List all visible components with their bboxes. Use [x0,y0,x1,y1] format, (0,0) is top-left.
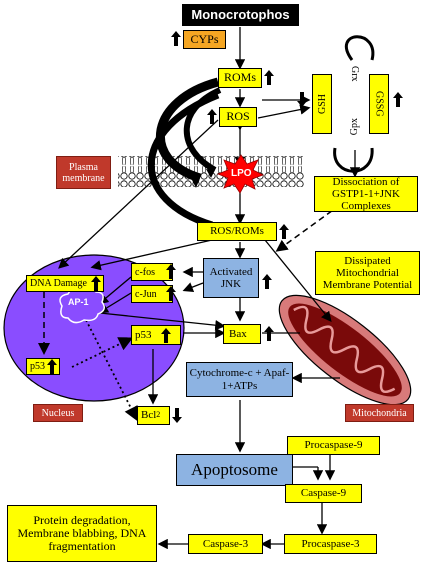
bcl2-subscript: 2 [156,410,161,420]
down-arrow-icon [297,92,307,107]
lpo-star-icon [216,154,265,194]
activated-jnk-label: Activated JNK [209,265,253,290]
procaspase9-box: Procaspase-9 [287,436,380,455]
lpo-label: LPO [231,168,252,179]
roms-top-label: ROMs [223,70,256,85]
gsh-label: GSH [316,93,328,114]
up-arrow-icon [166,264,176,279]
ros-roms-label: ROS/ROMs [210,225,264,238]
up-arrow-icon [161,328,171,343]
up-arrow-icon [279,224,289,239]
dna-damage-box: DNA Damage [26,275,104,292]
mitochondria-label-box: Mitochondria [345,404,414,422]
procaspase3-box: Procaspase-3 [284,534,377,554]
activated-jnk-box: Activated JNK [203,258,259,298]
gssg-label: GSSG [373,91,385,117]
dissipated-label: Dissipated Mitochondrial Membrane Potent… [322,254,413,292]
apoptosome-box: Apoptosome [176,454,293,486]
nucleus-label: Nucleus [41,407,75,419]
monocrotophos-label: Monocrotophos [191,6,290,22]
p53-label: p53 [135,328,152,341]
up-arrow-icon [264,326,274,341]
nucleus-label-box: Nucleus [33,404,83,422]
p53-nucleus-label: p53 [30,361,45,372]
cyps-box: CYPs [183,30,226,49]
up-arrow-icon [262,274,272,289]
mitochondria-label: Mitochondria [352,407,407,419]
up-arrow-icon [47,359,57,374]
bcl2-label: Bcl [141,409,157,422]
down-arrow-icon [172,408,182,423]
mitochondria-shape [278,294,412,406]
ros-roms-box: ROS/ROMs [197,222,277,241]
procaspase3-label: Procaspase-3 [301,537,360,550]
cytochrome-label: Cytochrome-c + Apaf-1+ATPs [189,367,290,392]
outcome-label: Protein degradation, Membrane blabbing, … [17,512,147,554]
cyps-label: CYPs [190,31,219,46]
caspase9-label: Caspase-9 [300,487,347,500]
ros-label: ROS [226,109,250,124]
outcome-box: Protein degradation, Membrane blabbing, … [7,505,157,562]
ros-box: ROS [219,107,257,127]
up-arrow-icon [207,109,217,124]
up-arrow-icon [166,286,176,301]
grx-label: Grx [349,66,360,82]
gsh-box: GSH [312,74,332,134]
bax-box: Bax [223,324,261,344]
cytochrome-box: Cytochrome-c + Apaf-1+ATPs [186,362,293,397]
caspase9-box: Caspase-9 [285,484,362,503]
up-arrow-icon [171,31,181,46]
roms-top-box: ROMs [218,68,262,88]
cjun-label: c-Jun [135,288,157,300]
caspase3-label: Caspase-3 [202,537,249,550]
monocrotophos-box: Monocrotophos [182,4,299,26]
dissociation-label: Dissociation of GSTP1-1+JNK Complexes [332,175,400,213]
up-arrow-icon [91,276,101,291]
plasma-membrane-label: Plasma membrane [62,161,105,184]
caspase3-box: Caspase-3 [188,534,263,554]
dissipated-box: Dissipated Mitochondrial Membrane Potent… [315,251,420,295]
gpx-label: Gpx [349,118,360,136]
gssg-box: GSSG [369,74,389,134]
ap1-label: AP-1 [68,297,89,307]
dissociation-box: Dissociation of GSTP1-1+JNK Complexes [314,176,418,212]
dna-damage-label: DNA Damage [30,278,87,289]
plasma-membrane-label-box: Plasma membrane [56,156,111,189]
procaspase9-label: Procaspase-9 [304,439,363,452]
cfos-label: c-fos [135,266,155,278]
apoptosome-label: Apoptosome [191,459,278,479]
up-arrow-icon [264,70,274,85]
bax-label: Bax [229,327,247,340]
p53-box: p53 [131,325,181,345]
up-arrow-icon [393,92,403,107]
